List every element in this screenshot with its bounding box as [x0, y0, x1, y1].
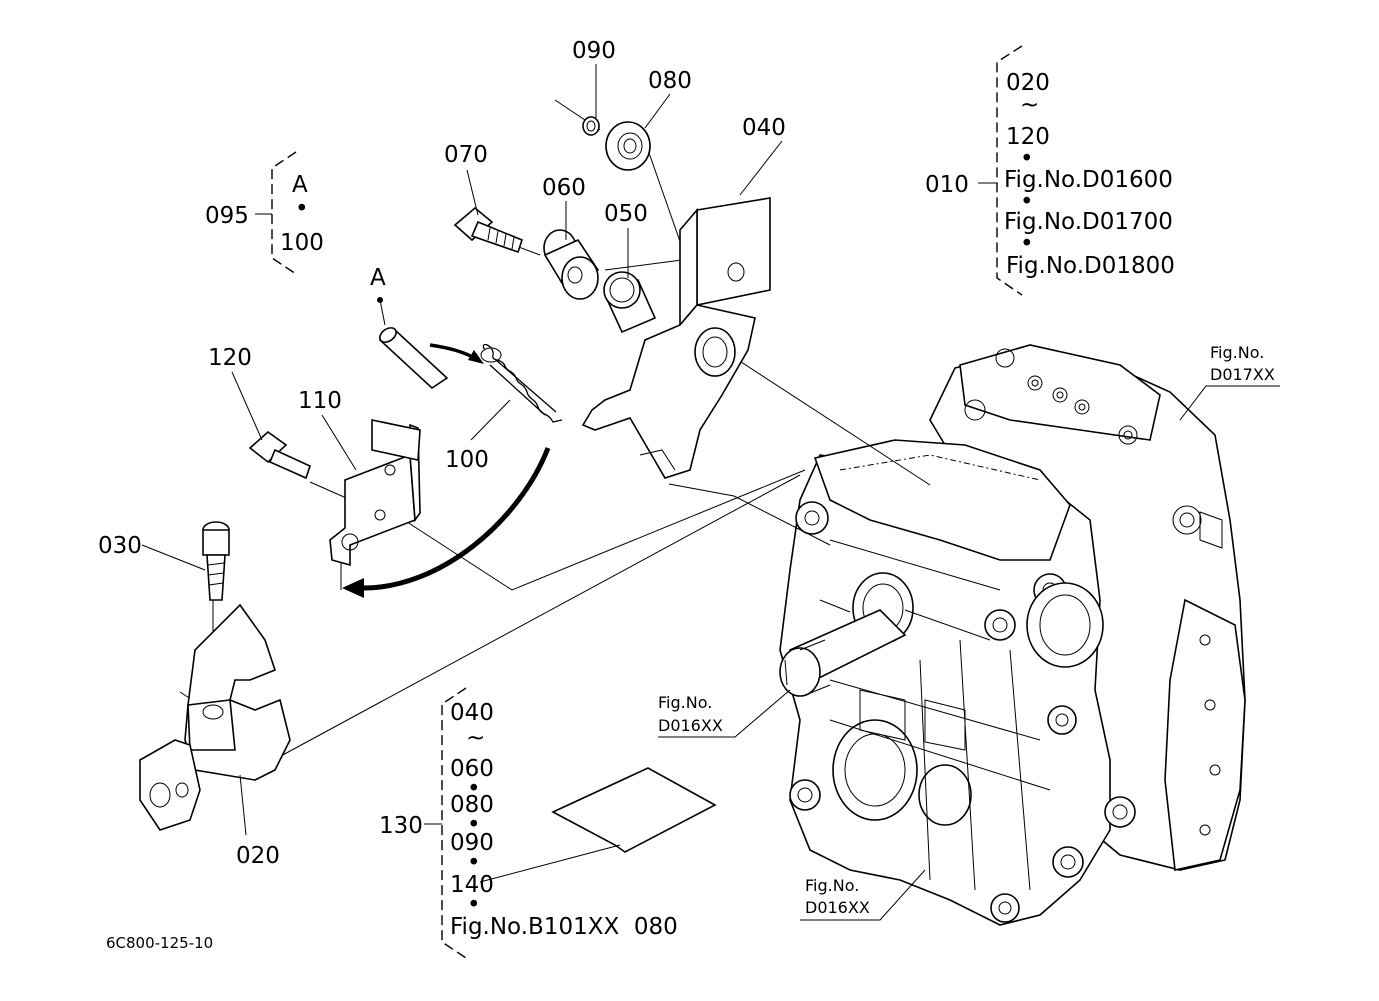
group-095-label: 095	[205, 203, 249, 229]
group-010-item-6: Fig.No.D01700	[1004, 209, 1173, 235]
callout-110: 110	[298, 388, 342, 414]
group-095: 095 A • 100	[205, 151, 324, 275]
lever-040	[581, 197, 771, 479]
callout-040: 040	[742, 115, 786, 141]
callout-ref-a: A	[370, 265, 386, 291]
small-parts	[453, 116, 657, 334]
group-130-item-4: 080	[450, 792, 494, 818]
spring-100	[480, 343, 563, 423]
group-095-item-1: •	[295, 196, 309, 222]
callout-090: 090	[572, 38, 616, 64]
figref-d016a-line2: D016XX	[658, 716, 723, 735]
group-010-item-8: Fig.No.D01800	[1006, 253, 1175, 279]
callout-020: 020	[236, 843, 280, 869]
group-130-label: 130	[379, 813, 423, 839]
group-095-item-0: A	[292, 172, 308, 198]
callout-030: 030	[98, 533, 142, 559]
figref-d017-line2: D017XX	[1210, 365, 1275, 384]
group-010-item-4: Fig.No.D01600	[1004, 167, 1173, 193]
figref-d017-line1: Fig.No.	[1210, 343, 1264, 362]
group-130-item-10: Fig.No.B101XX 080	[450, 914, 678, 940]
callout-060: 060	[542, 175, 586, 201]
group-010-item-2: 120	[1006, 124, 1050, 150]
group-130-item-5: •	[467, 812, 481, 838]
callouts: 090 080 040 070 060 050 A 120 110 100 03…	[98, 38, 786, 869]
block-020	[139, 521, 291, 831]
figref-d016b-line1: Fig.No.	[805, 876, 859, 895]
diagram-code: 6C800-125-10	[106, 934, 213, 952]
group-010-label: 010	[925, 172, 969, 198]
group-010-item-7: •	[1020, 231, 1034, 257]
transmission-housing	[779, 344, 1246, 926]
group-010-item-5: •	[1020, 189, 1034, 215]
group-010-item-1: ~	[1020, 92, 1039, 118]
callout-080: 080	[648, 68, 692, 94]
figref-d016b-line2: D016XX	[805, 898, 870, 917]
group-130-item-2: 060	[450, 756, 494, 782]
group-130-item-6: 090	[450, 830, 494, 856]
group-130-item-1: ~	[466, 725, 485, 751]
group-010-item-3: •	[1020, 146, 1034, 172]
callout-120: 120	[208, 345, 252, 371]
group-130-item-9: •	[467, 892, 481, 918]
figref-d016a-line1: Fig.No.	[658, 693, 712, 712]
group-130-item-0: 040	[450, 700, 494, 726]
instruction-sheet-140	[479, 767, 717, 883]
group-130-item-3: •	[467, 776, 481, 802]
group-095-item-2: 100	[280, 230, 324, 256]
group-010: 010 020 ~ 120 • Fig.No.D01600 • Fig.No.D…	[925, 45, 1175, 296]
group-130-item-8: 140	[450, 872, 494, 898]
bracket-110	[248, 419, 421, 567]
figure-references: Fig.No. D017XX Fig.No. D016XX Fig.No. D0…	[658, 343, 1280, 921]
group-010-item-0: 020	[1006, 70, 1050, 96]
group-130-item-7: •	[467, 850, 481, 876]
install-arrows	[342, 343, 551, 598]
callout-070: 070	[444, 142, 488, 168]
callout-100: 100	[445, 447, 489, 473]
callout-050: 050	[604, 201, 648, 227]
group-130: 130 040 ~ 060 • 080 • 090 • 140 • Fig.No…	[379, 687, 678, 959]
pin-a	[377, 297, 449, 390]
